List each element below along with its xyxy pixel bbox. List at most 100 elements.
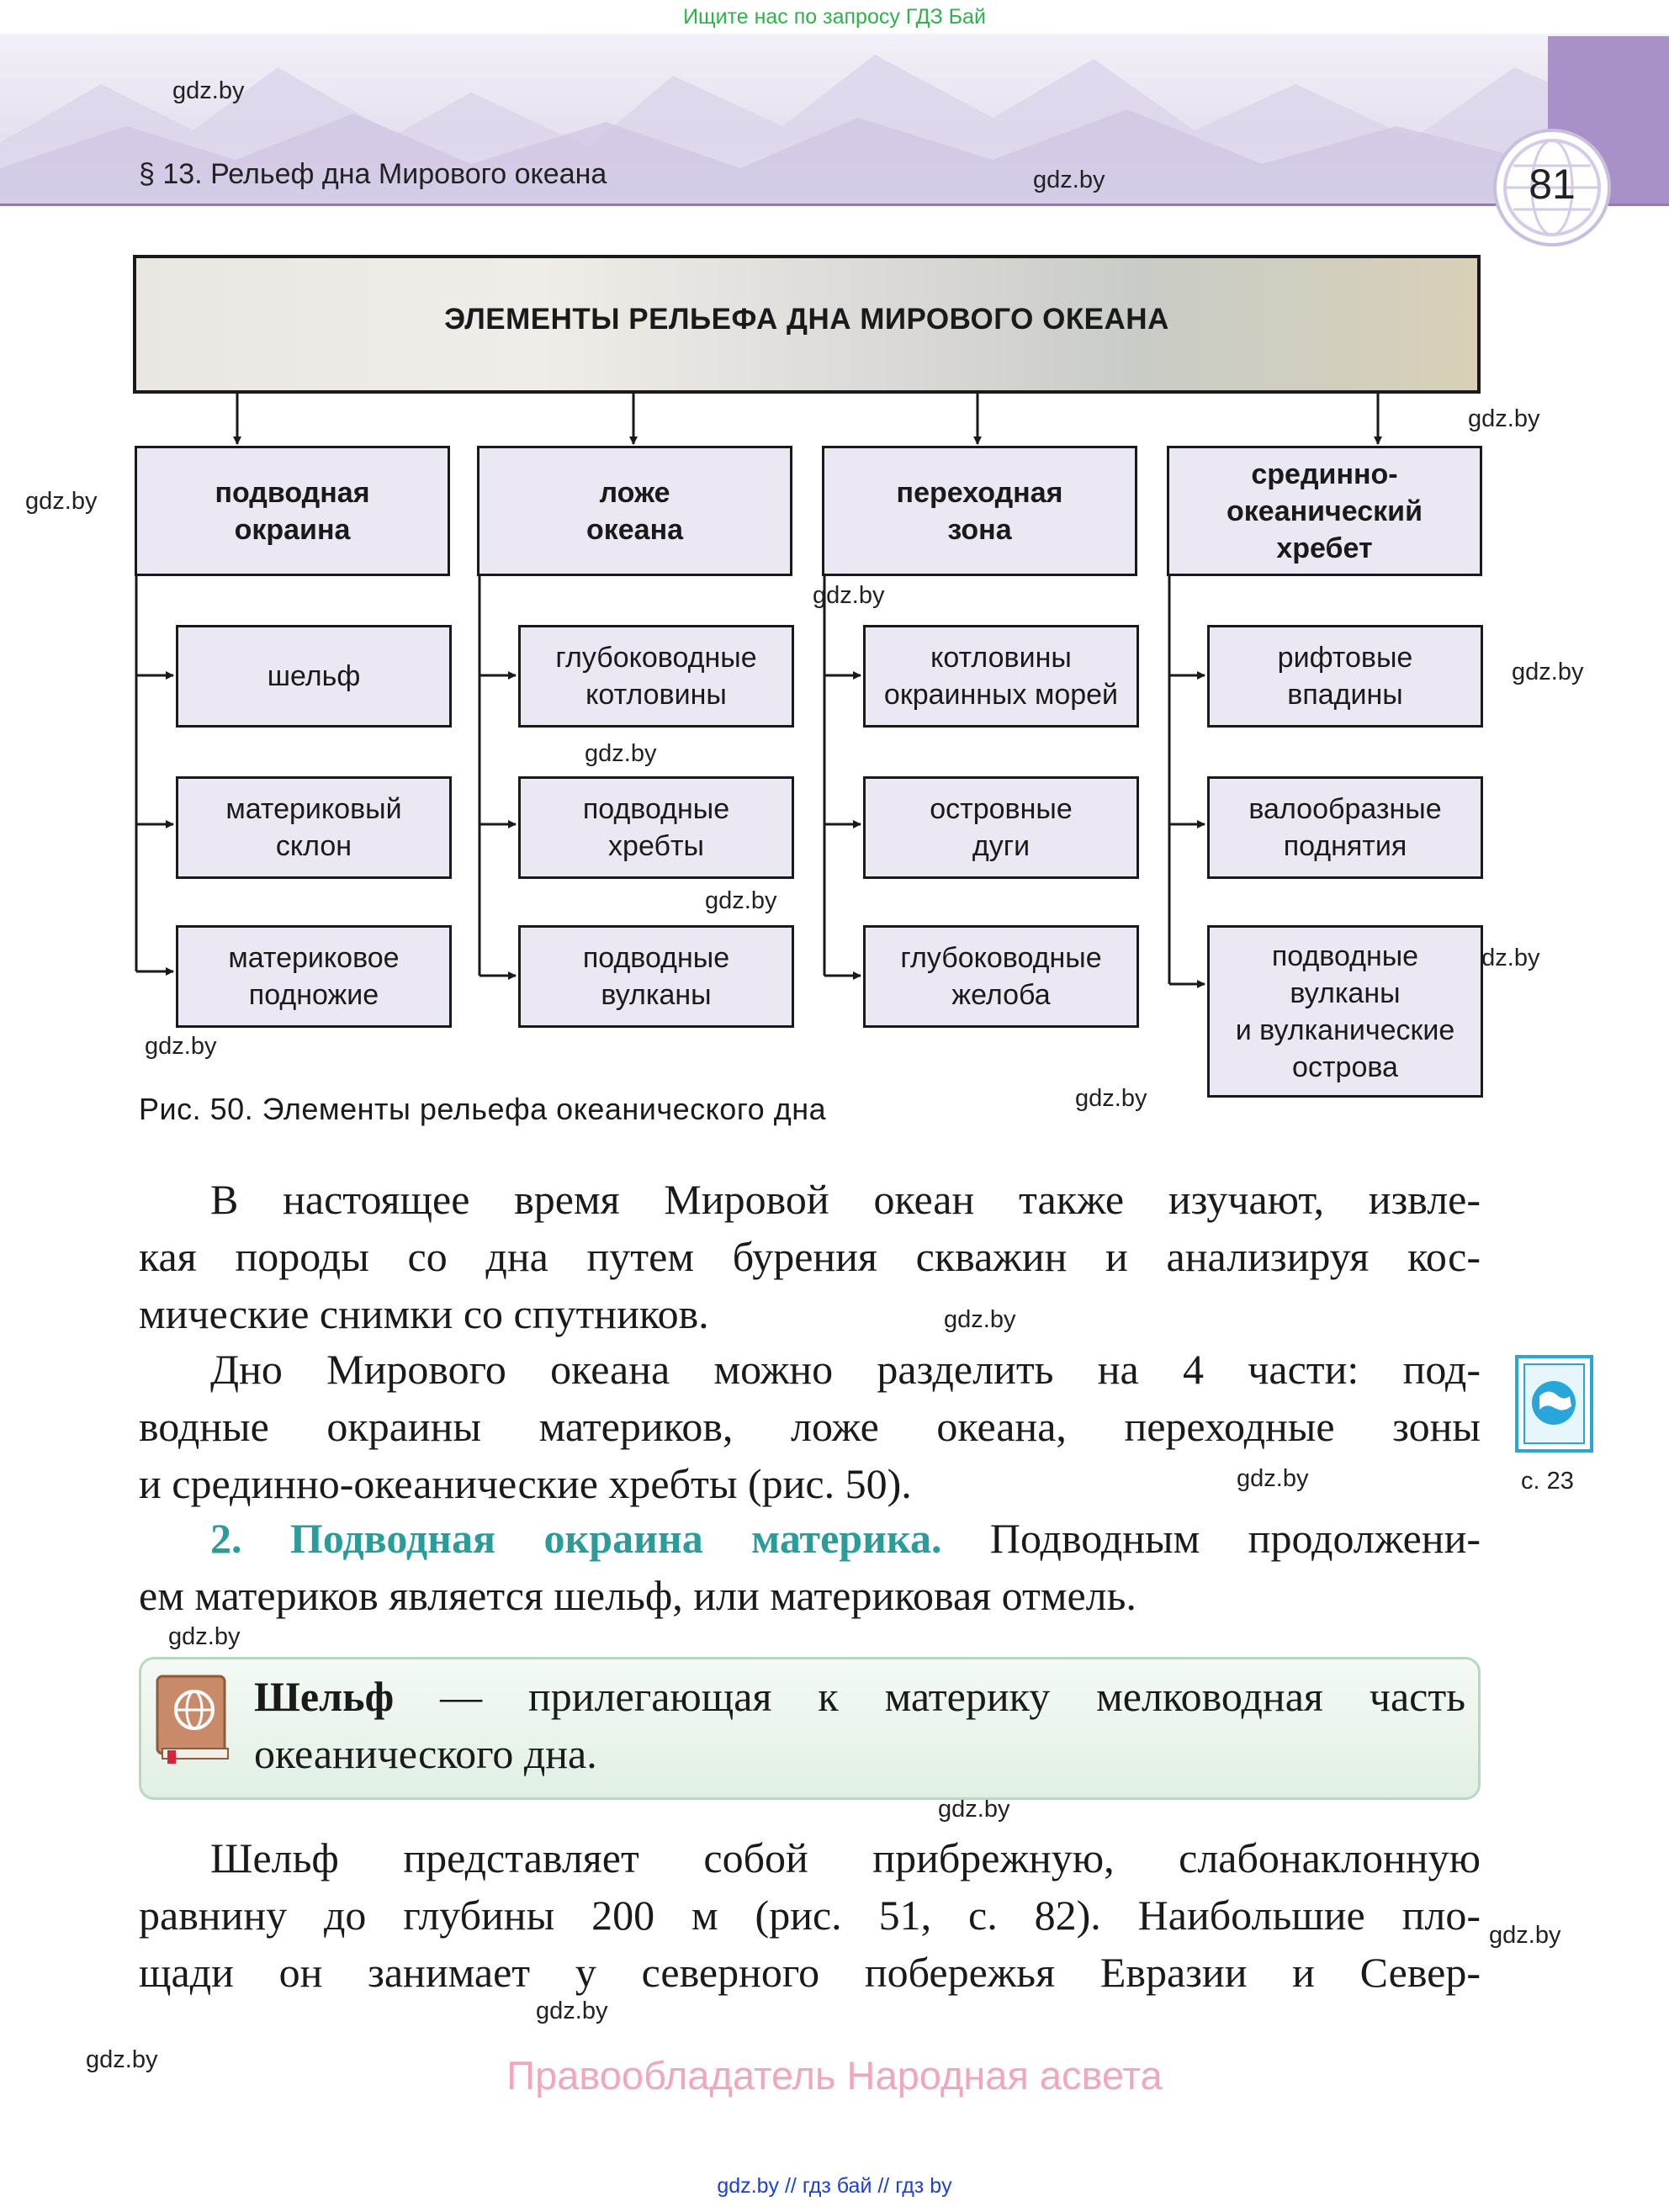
text-line: кая породы со дна путем бурения скважин … bbox=[139, 1233, 1481, 1280]
element-line: вулканы bbox=[601, 979, 712, 1011]
definition-fragment: — прилегающая к материку мелководная час… bbox=[394, 1673, 1465, 1720]
watermark: gdz.by bbox=[1489, 1922, 1561, 1949]
watermark: gdz.by bbox=[705, 887, 777, 914]
category-box: переходная зона bbox=[822, 446, 1137, 576]
element-line: желоба bbox=[951, 979, 1051, 1011]
text-line: В настоящее время Мировой океан также из… bbox=[210, 1176, 1481, 1223]
category-line: ложе bbox=[599, 476, 670, 509]
page-header bbox=[0, 34, 1669, 206]
element-box: глубоководные желоба bbox=[863, 925, 1139, 1028]
footer-links[interactable]: gdz.by // гдз бай // гдз by bbox=[717, 2174, 952, 2198]
paragraph: Дно Мирового океана можно разделить на 4… bbox=[139, 1341, 1481, 1512]
definition-line: Шельф — прилегающая к материку мелководн… bbox=[254, 1668, 1465, 1725]
diagram-connectors bbox=[135, 394, 1382, 988]
watermark: gdz.by bbox=[86, 2046, 158, 2073]
text-fragment: Подводным продолжени- bbox=[941, 1515, 1481, 1562]
element-line: подводные bbox=[582, 793, 730, 825]
diagram-title: ЭЛЕМЕНТЫ РЕЛЬЕФА ДНА МИРОВОГО ОКЕАНА bbox=[444, 303, 1169, 336]
element-line: склон bbox=[275, 830, 352, 862]
element-line: валообразные bbox=[1248, 793, 1442, 825]
category-line: подводная bbox=[215, 476, 370, 509]
element-line: материковое bbox=[228, 942, 400, 974]
book-icon bbox=[156, 1675, 229, 1764]
element-box: материковый склон bbox=[176, 776, 452, 879]
text-line: мические снимки со спутников. bbox=[139, 1290, 709, 1337]
element-box: рифтовые впадины bbox=[1207, 625, 1483, 728]
element-line: подножие bbox=[248, 979, 379, 1011]
category-line: хребет bbox=[1276, 532, 1373, 564]
category-box: ложе океана bbox=[477, 446, 792, 576]
top-banner: Ищите нас по запросу ГДЗ Бай bbox=[683, 5, 986, 29]
element-line: островные bbox=[930, 793, 1073, 825]
element-line: глубоководные bbox=[555, 642, 757, 674]
header-divider bbox=[0, 204, 1669, 206]
margin-page-reference: с. 23 bbox=[1521, 1468, 1574, 1495]
section-heading: 2. Подводная окраина материка. bbox=[210, 1515, 942, 1562]
watermark: gdz.by bbox=[536, 1998, 608, 2024]
category-line: срединно- bbox=[1251, 458, 1398, 490]
element-line: котловины bbox=[585, 679, 727, 711]
paragraph: 2. Подводная окраина материка. Подводным… bbox=[139, 1510, 1481, 1624]
element-line: поднятия bbox=[1283, 830, 1407, 862]
definition-text: Шельф — прилегающая к материку мелководн… bbox=[254, 1668, 1465, 1782]
element-line: вулканы bbox=[1290, 976, 1401, 1009]
atlas-reference-icon bbox=[1515, 1355, 1593, 1453]
globe-icon bbox=[1503, 139, 1601, 236]
watermark: gdz.by bbox=[944, 1306, 1016, 1333]
element-line: глубоководные bbox=[900, 942, 1102, 974]
element-line: шельф bbox=[267, 660, 361, 692]
element-line: материковый bbox=[225, 793, 402, 825]
category-line: окраина bbox=[234, 513, 351, 546]
watermark: gdz.by bbox=[1075, 1085, 1147, 1112]
element-line: подводные bbox=[1271, 939, 1419, 972]
text-line: Шельф представляет собой прибрежную, сла… bbox=[210, 1834, 1481, 1881]
watermark: gdz.by bbox=[172, 77, 245, 104]
text-line: Дно Мирового океана можно разделить на 4… bbox=[210, 1346, 1481, 1393]
definition-line: океанического дна. bbox=[254, 1730, 597, 1777]
definition-term: Шельф bbox=[254, 1673, 395, 1720]
category-line: зона bbox=[947, 513, 1012, 546]
element-box: островные дуги bbox=[863, 776, 1139, 879]
element-box: глубоководные котловины bbox=[518, 625, 794, 728]
page-number-badge bbox=[1493, 129, 1611, 246]
copyright-notice: Правообладатель Народная асвета bbox=[506, 2053, 1163, 2098]
element-box: подводные вулканы bbox=[518, 925, 794, 1028]
element-box: материковое подножие bbox=[176, 925, 452, 1028]
watermark: gdz.by bbox=[585, 740, 657, 767]
figure-caption: Рис. 50. Элементы рельефа океанического … bbox=[139, 1092, 827, 1126]
element-line: острова bbox=[1292, 1050, 1398, 1083]
category-box: подводная окраина bbox=[135, 446, 450, 576]
element-line: и вулканические bbox=[1235, 1013, 1455, 1046]
category-line: океана bbox=[585, 513, 684, 546]
element-line: хребты bbox=[608, 830, 704, 862]
text-line: и срединно-океанические хребты (рис. 50)… bbox=[139, 1460, 912, 1507]
paragraph: В настоящее время Мировой океан также из… bbox=[139, 1171, 1481, 1342]
category-line: переходная bbox=[896, 476, 1063, 509]
watermark: gdz.by bbox=[938, 1796, 1010, 1823]
watermark: gdz.by bbox=[25, 488, 98, 515]
mountains-decoration bbox=[0, 55, 1669, 206]
element-line: впадины bbox=[1287, 679, 1403, 711]
element-line: рифтовые bbox=[1277, 642, 1413, 674]
element-line: дуги bbox=[972, 830, 1031, 862]
element-line: окраинных морей bbox=[883, 679, 1119, 711]
diagram-title-box bbox=[133, 255, 1481, 394]
definition-box bbox=[139, 1657, 1481, 1800]
element-box: подводные хребты bbox=[518, 776, 794, 879]
watermark: gdz.by bbox=[1512, 659, 1584, 685]
text-line: равнину до глубины 200 м (рис. 51, с. 82… bbox=[139, 1892, 1481, 1939]
watermark: gdz.by bbox=[1033, 167, 1105, 193]
watermark: gdz.by bbox=[1468, 405, 1540, 432]
text-line: ем материков является шельф, или материк… bbox=[139, 1572, 1137, 1619]
watermark: gdz.by bbox=[168, 1623, 241, 1650]
element-box: шельф bbox=[176, 625, 452, 728]
paragraph: Шельф представляет собой прибрежную, сла… bbox=[139, 1829, 1481, 2001]
watermark: gdz.by bbox=[1237, 1465, 1309, 1492]
watermark: gdz.by bbox=[145, 1033, 217, 1060]
text-line: 2. Подводная окраина материка. Подводным… bbox=[139, 1510, 1481, 1567]
element-box: подводные вулканы и вулканические острова bbox=[1207, 925, 1483, 1098]
element-line: подводные bbox=[582, 942, 730, 974]
text-line: щади он занимает у северного побережья Е… bbox=[139, 1949, 1481, 1996]
